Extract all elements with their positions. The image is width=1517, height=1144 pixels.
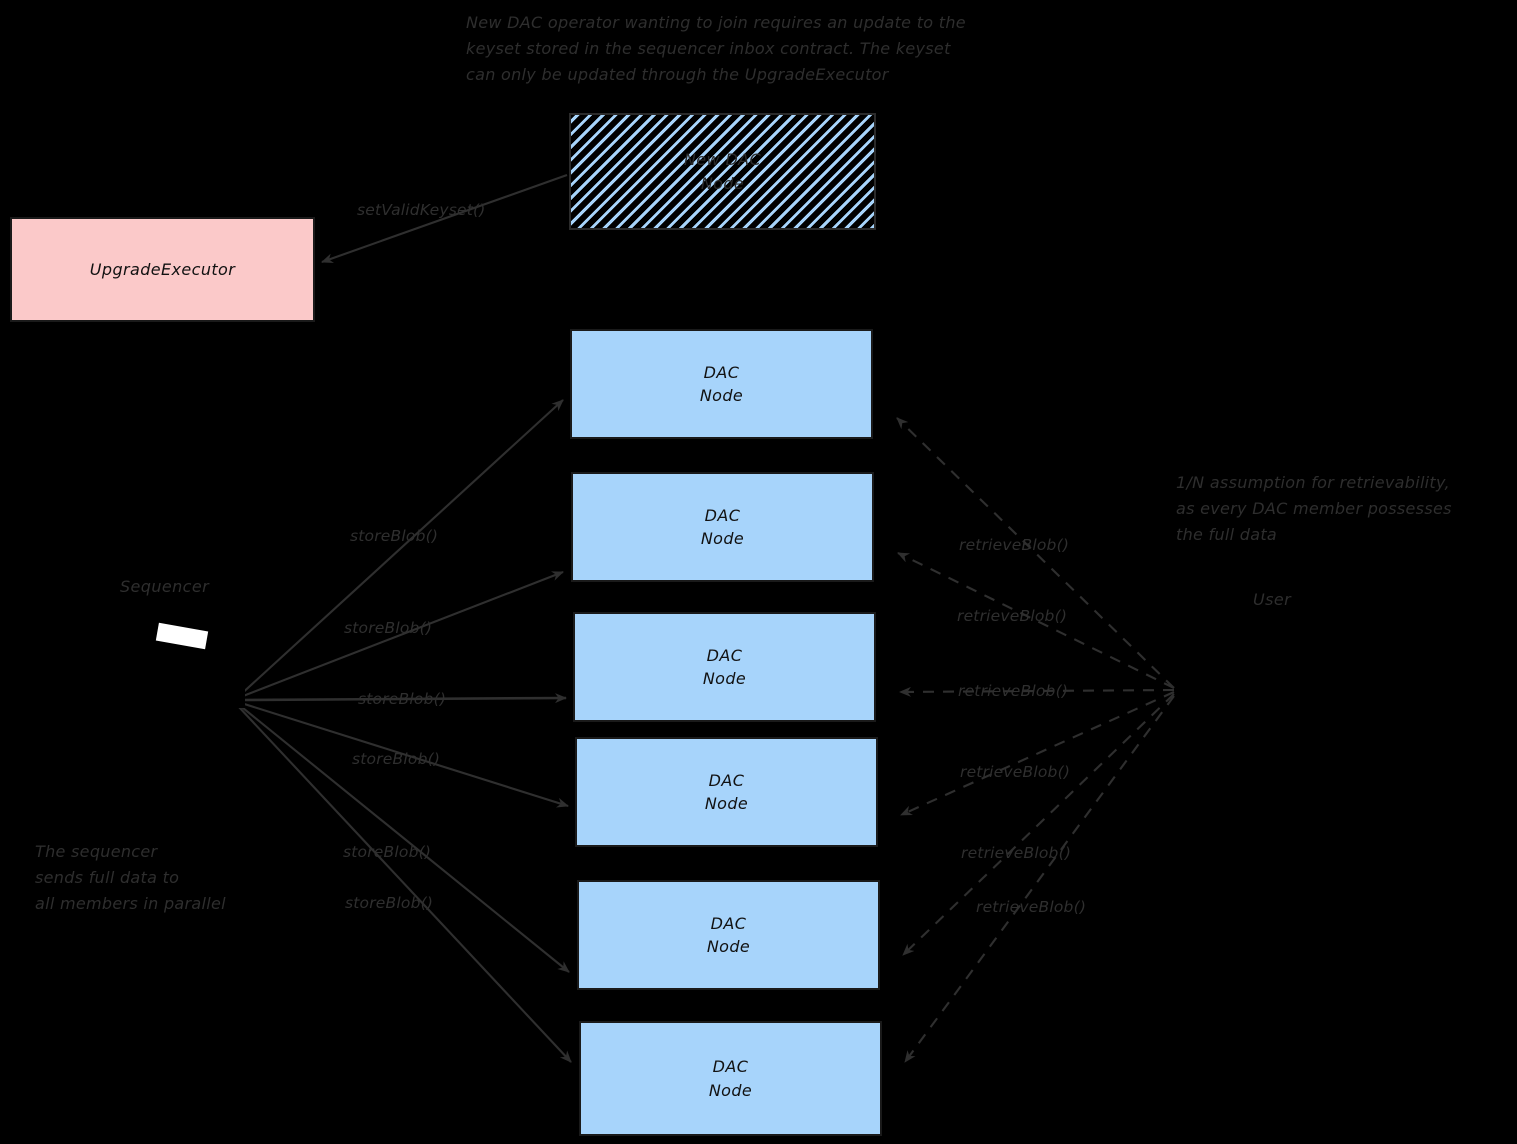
- dac-node-4-line2: Node: [704, 794, 749, 813]
- edge-label-retrieve-blob-2: retrieveBlob(): [957, 607, 1068, 625]
- upgrade-executor-label: UpgradeExecutor: [89, 260, 236, 279]
- edge-label-store-blob-3: storeBlob(): [358, 690, 447, 708]
- edge-store-blob-group: [237, 399, 572, 1063]
- new-dac-node-box[interactable]: New DAC Node: [569, 113, 876, 230]
- upgrade-executor-box[interactable]: UpgradeExecutor: [10, 217, 315, 322]
- note-new-operator: New DAC operator wanting to join require…: [466, 13, 966, 84]
- dac-node-2-line2: Node: [700, 529, 745, 548]
- edge-label-retrieve-blob-3: retrieveBlob(): [958, 682, 1069, 700]
- new-dac-node-line1: New DAC: [683, 150, 762, 170]
- dac-node-box-5[interactable]: DAC Node: [577, 880, 880, 990]
- sequencer-label: Sequencer: [120, 577, 210, 596]
- edge-label-store-blob-6: storeBlob(): [345, 894, 434, 912]
- note-sequencer-parallel: The sequencer sends full data to all mem…: [35, 842, 226, 913]
- edge-label-retrieve-blob-4: retrieveBlob(): [960, 763, 1071, 781]
- edge-label-store-blob-5: storeBlob(): [343, 843, 432, 861]
- edge-label-retrieve-blob-1: retrieveBlob(): [959, 536, 1070, 554]
- edge-label-store-blob-1: storeBlob(): [350, 527, 439, 545]
- user-label: User: [1253, 590, 1292, 609]
- dac-node-box-1[interactable]: DAC Node: [570, 329, 873, 439]
- dac-node-box-4[interactable]: DAC Node: [575, 737, 878, 847]
- edge-retrieve-blob-group: [896, 417, 1175, 1063]
- dac-node-6-line2: Node: [708, 1080, 753, 1100]
- dac-node-1-line1: DAC: [703, 362, 740, 382]
- dac-node-3-line2: Node: [702, 669, 747, 688]
- sequencer-icon: [135, 612, 245, 708]
- edge-label-store-blob-2: storeBlob(): [344, 619, 433, 637]
- dac-node-3-line1: DAC: [706, 645, 743, 665]
- dac-node-box-3[interactable]: DAC Node: [573, 612, 876, 722]
- dac-node-box-6[interactable]: DAC Node: [579, 1021, 882, 1136]
- dac-node-5-line1: DAC: [710, 913, 747, 933]
- dac-node-6-line1: DAC: [712, 1057, 749, 1077]
- edge-label-retrieve-blob-6: retrieveBlob(): [976, 898, 1087, 916]
- dac-node-2-line1: DAC: [704, 505, 741, 525]
- user-icon: [1240, 622, 1330, 717]
- new-dac-node-line2: Node: [700, 173, 745, 193]
- dac-node-5-line2: Node: [706, 937, 751, 956]
- dac-node-box-2[interactable]: DAC Node: [571, 472, 874, 582]
- note-retrievability: 1/N assumption for retrievability, as ev…: [1176, 473, 1452, 544]
- edge-label-store-blob-4: storeBlob(): [352, 750, 441, 768]
- dac-node-1-line2: Node: [699, 386, 744, 405]
- edge-label-retrieve-blob-5: retrieveBlob(): [961, 844, 1072, 862]
- edge-label-set-valid-keyset: setValidKeyset(): [357, 201, 486, 219]
- dac-node-4-line1: DAC: [708, 770, 745, 790]
